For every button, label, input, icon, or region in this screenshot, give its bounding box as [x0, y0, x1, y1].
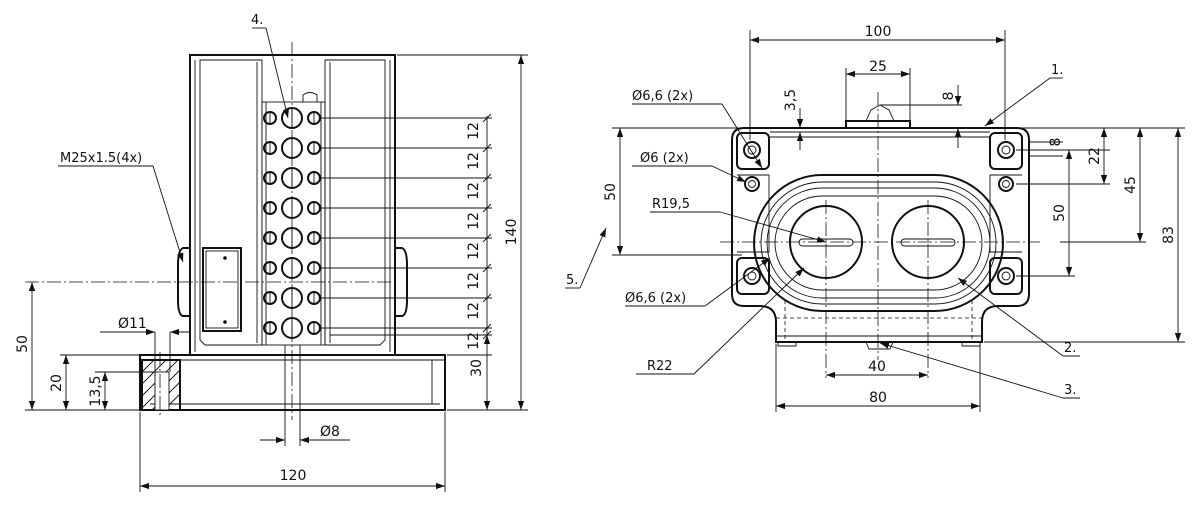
thread-callout: M25x1.5(4x): [60, 151, 142, 166]
dim-pitch-12: 12: [466, 302, 482, 320]
gland-right: [394, 247, 408, 317]
dim-dia11: Ø11: [118, 316, 147, 332]
callout-2: 2.: [1064, 341, 1076, 356]
housing-body: [189, 54, 396, 356]
corner-ears: [736, 132, 1023, 295]
terminal-screw: [263, 111, 277, 125]
terminal-screw: [281, 167, 303, 189]
hole-callout-mid: Ø6 (2x): [640, 151, 689, 166]
callout-5: 5.: [566, 273, 578, 288]
front-view: [25, 42, 446, 420]
dim-20: 20: [49, 374, 65, 392]
dim-45: 45: [1123, 176, 1139, 194]
dim-80: 80: [869, 390, 887, 406]
dim-30: 30: [469, 359, 485, 377]
dim-50-right: 50: [1052, 204, 1068, 222]
dim-pitch-12: 12: [466, 212, 482, 230]
dim-dia8: Ø8: [320, 424, 340, 440]
dim-13-5: 13,5: [88, 375, 104, 406]
top-view-dimensions: 100 25 3,5 8 1. 8 22 50: [565, 24, 1185, 412]
dim-pitch-12: 12: [466, 122, 482, 140]
dim-pitch-12: 12: [466, 242, 482, 260]
mounting-holes: [743, 141, 1015, 285]
dim-140: 140: [504, 219, 520, 246]
dim-100: 100: [865, 24, 892, 40]
housing-outline: [731, 127, 1030, 343]
dim-22: 22: [1087, 147, 1103, 165]
dim-120: 120: [280, 468, 307, 484]
dim-8-top: 8: [941, 92, 957, 101]
terminal-screw: [263, 291, 277, 305]
dim-25: 25: [869, 59, 887, 75]
dim-pitch-12: 12: [466, 152, 482, 170]
terminal-screw: [263, 261, 277, 275]
terminal-screw: [263, 201, 277, 215]
terminal-screw: [263, 321, 277, 335]
dim-pitch-12: 12: [466, 182, 482, 200]
cavity-outer: [753, 174, 1004, 312]
terminal-screw: [263, 171, 277, 185]
dim-8-side: 8: [1048, 138, 1064, 147]
radius-19-5: R19,5: [652, 197, 690, 212]
dim-50: 50: [15, 335, 31, 353]
dim-50-left: 50: [603, 183, 619, 201]
hole-callout-top: Ø6,6 (2x): [632, 89, 693, 104]
base-flange: [139, 354, 446, 411]
hole-callout-bot: Ø6,6 (2x): [625, 291, 686, 306]
terminal-screw: [263, 141, 277, 155]
radius-22: R22: [647, 359, 673, 374]
callout-3: 3.: [1064, 383, 1076, 398]
callout-1: 1.: [1051, 63, 1063, 78]
dim-83: 83: [1161, 226, 1177, 244]
callout-4: 4.: [251, 13, 263, 28]
dim-pitch-12: 12: [466, 272, 482, 290]
top-view: [720, 92, 1040, 378]
label-plate: [202, 247, 242, 332]
dim-40: 40: [868, 359, 886, 375]
pitch-ladder: 12 12 12 12 12 12 12 12: [320, 113, 492, 350]
dim-pitch-12: 12: [466, 332, 482, 350]
front-view-dimensions: 120 140 30 12 12 12 12 12 12 12 12 50 20 13,5 Ø…: [15, 13, 528, 492]
dim-3-5: 3,5: [783, 89, 799, 111]
terminal-screw: [263, 231, 277, 245]
